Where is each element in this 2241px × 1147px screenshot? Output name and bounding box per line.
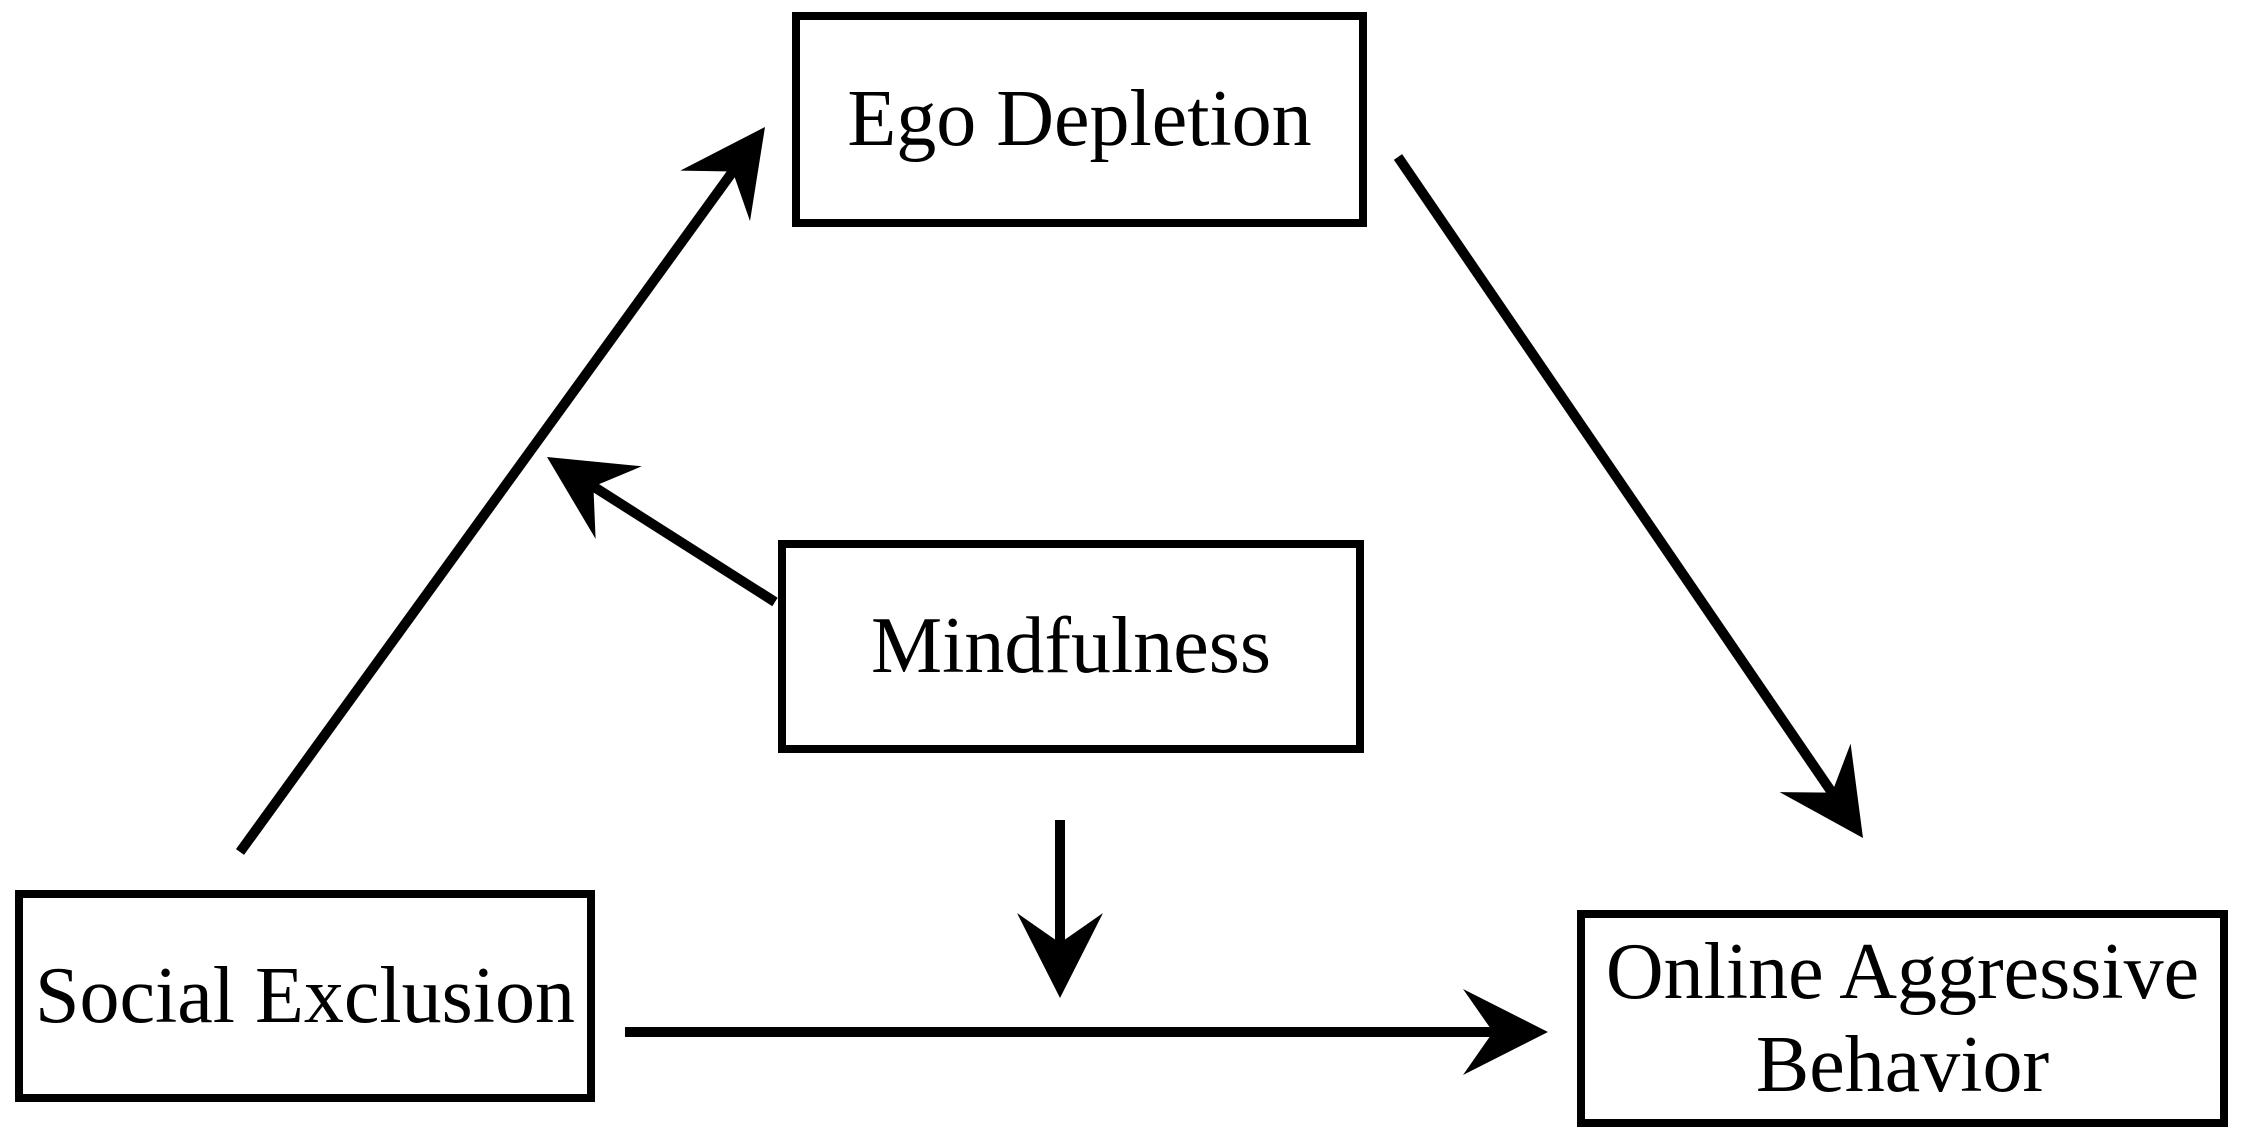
- node-label: Mindfulness: [871, 602, 1271, 691]
- arrow-social-exclusion-to-ego-depletion: [235, 127, 765, 855]
- arrow-ego-depletion-to-online-aggressive: [1393, 154, 1863, 838]
- arrowhead-social-exclusion-to-online-aggressive: [1463, 989, 1548, 1075]
- node-label: Social Exclusion: [35, 951, 575, 1040]
- arrow-mindfulness-to-mediation-path-a: [547, 457, 778, 607]
- node-label: Behavior: [1755, 1020, 2050, 1109]
- arrow-mindfulness-to-direct-path-c: [1017, 820, 1103, 998]
- arrowhead-mindfulness-to-direct-path-c: [1017, 913, 1103, 998]
- node-label: Ego Depletion: [847, 75, 1312, 164]
- arrowhead-mindfulness-to-mediation-path-a: [547, 457, 642, 539]
- node-social-exclusion: Social Exclusion: [15, 890, 595, 1102]
- arrowhead-social-exclusion-to-ego-depletion: [680, 127, 765, 222]
- arrow-social-exclusion-to-online-aggressive: [625, 989, 1548, 1075]
- node-label: Online Aggressive: [1605, 927, 2200, 1016]
- node-ego-depletion: Ego Depletion: [792, 12, 1367, 227]
- node-mindfulness: Mindfulness: [778, 540, 1364, 753]
- arrowhead-ego-depletion-to-online-aggressive: [1779, 743, 1863, 838]
- node-online-aggressive-behavior: Online Aggressive Behavior: [1577, 910, 2228, 1127]
